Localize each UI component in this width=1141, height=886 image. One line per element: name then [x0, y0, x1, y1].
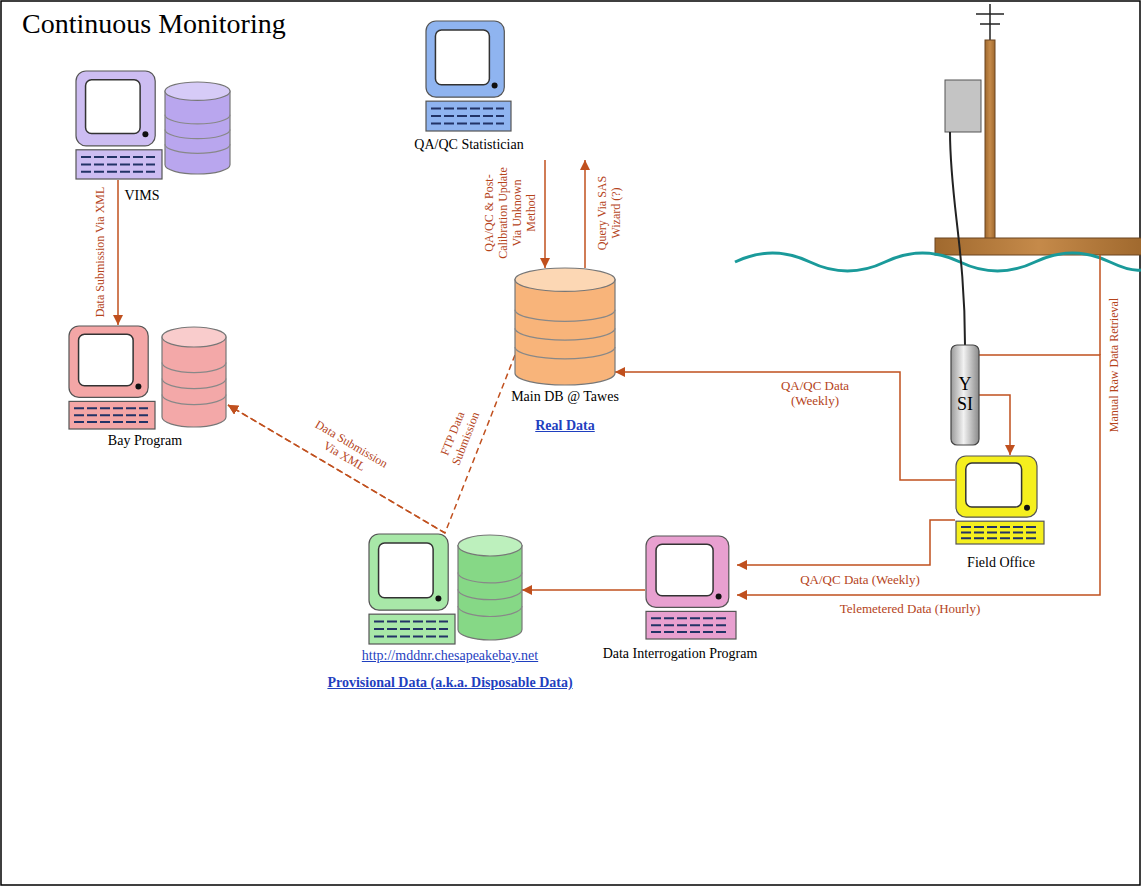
data-flow-arrow	[979, 395, 1010, 455]
computer-station: Data Interrogation Program	[645, 535, 737, 640]
logger-box	[945, 80, 981, 132]
data-flow-arrow	[615, 372, 955, 480]
flow-label: Data Submission Via XML	[93, 185, 107, 320]
computer-station: Field Office	[955, 455, 1048, 545]
data-flow-arrow	[522, 589, 645, 591]
node-icon	[515, 268, 615, 385]
node-label: Real Data	[535, 418, 595, 434]
node-label: Field Office	[967, 555, 1035, 571]
node-icon	[368, 533, 522, 645]
node-icon	[75, 70, 230, 180]
node-label: http://mddnr.chesapeakebay.net	[362, 648, 538, 664]
data-flow-arrow	[737, 520, 955, 565]
sensor-cable	[950, 132, 965, 345]
node-label: Provisional Data (a.k.a. Disposable Data…	[327, 675, 572, 691]
node-label: VIMS	[124, 188, 159, 204]
node-label: Main DB @ Tawes	[511, 389, 619, 405]
flow-label: QA/QC Data (Weekly)	[798, 572, 922, 587]
data-flow-arrow	[737, 355, 1100, 595]
computer-database: Bay Program	[68, 325, 228, 430]
flow-label: Data Submission Via XML	[296, 412, 400, 489]
flow-label: Manual Raw Data Retrieval	[1107, 296, 1121, 434]
data-flow-arrow	[544, 160, 546, 268]
database: Main DB @ TawesReal Data	[515, 268, 615, 385]
water-surface	[735, 253, 1141, 271]
node-label: QA/QC Statistician	[414, 137, 523, 153]
sensor-label: YSI	[956, 375, 974, 415]
node-icon	[645, 535, 737, 640]
node-icon	[68, 325, 228, 430]
antenna	[976, 4, 1004, 45]
data-flow-arrow	[584, 160, 586, 268]
data-flow-arrow	[228, 355, 515, 533]
node-icon	[955, 455, 1048, 545]
data-flow-arrow	[117, 180, 119, 325]
telemetry-line	[1099, 255, 1101, 355]
pier-deck	[935, 238, 1141, 255]
computer-station: QA/QC Statistician	[425, 20, 600, 160]
flow-label: QA/QC Data (Weekly)	[768, 378, 862, 408]
sensor-probe: YSI	[951, 345, 979, 445]
diagram-title: Continuous Monitoring	[22, 8, 286, 40]
flow-label: Telemetered Data (Hourly)	[838, 601, 983, 616]
computer-database: VIMS	[75, 70, 230, 180]
flow-label: Query Via SAS Wizard (?)	[595, 161, 623, 265]
pier-post	[985, 40, 995, 240]
node-label: Bay Program	[108, 433, 182, 449]
flow-label: QA/QC & Post-Calibration Update Via Unkn…	[482, 163, 538, 263]
computer-database: http://mddnr.chesapeakebay.netProvisiona…	[368, 533, 522, 645]
data-flow-arrow	[228, 405, 445, 533]
node-label: Data Interrogation Program	[603, 646, 758, 662]
flow-label: FTP Data Submission	[427, 382, 491, 489]
